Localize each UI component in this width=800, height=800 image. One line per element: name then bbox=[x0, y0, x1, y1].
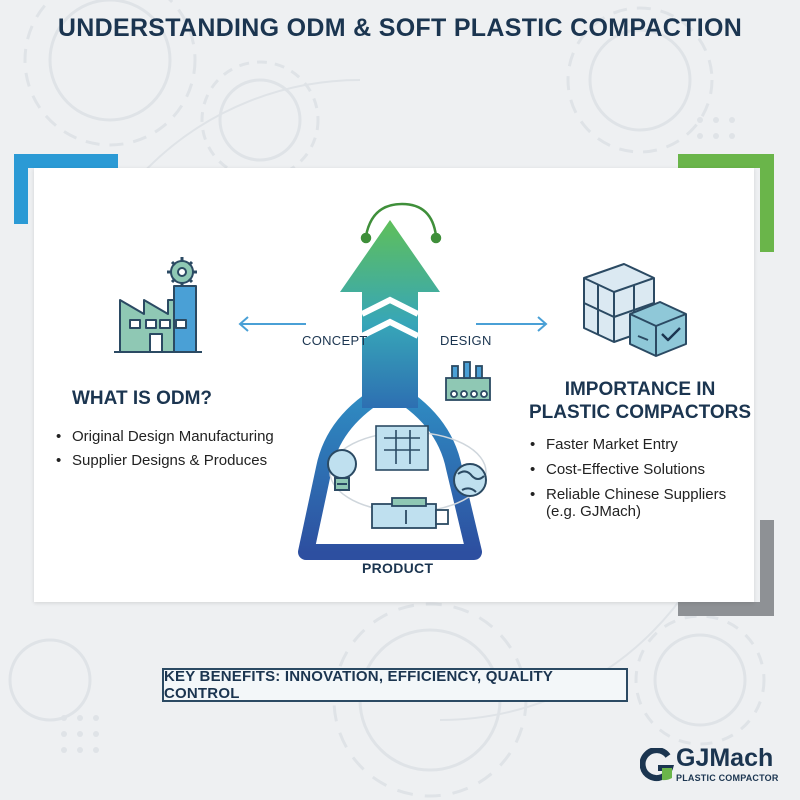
logo-g-icon bbox=[640, 748, 674, 782]
cycle-loop-icon bbox=[360, 202, 442, 244]
factory-gear-icon bbox=[114, 257, 202, 353]
importance-heading-line2: PLASTIC COMPACTORS bbox=[528, 402, 752, 423]
globe-icon bbox=[453, 463, 487, 497]
odm-definition-list: Original Design Manufacturing Supplier D… bbox=[56, 428, 274, 476]
blueprint-icon bbox=[375, 425, 429, 471]
corner-accent-green bbox=[678, 154, 774, 252]
list-item: Cost-Effective Solutions bbox=[530, 461, 726, 486]
machine-icon bbox=[371, 497, 449, 529]
logo-tagline: PLASTIC COMPACTOR bbox=[676, 773, 779, 783]
list-item: Original Design Manufacturing bbox=[56, 428, 274, 452]
arrow-left-icon bbox=[238, 316, 306, 332]
what-is-odm-heading: WHAT IS ODM? bbox=[72, 388, 213, 409]
importance-list: Faster Market Entry Cost-Effective Solut… bbox=[530, 436, 727, 520]
list-item-text: Reliable Chinese Suppliers bbox=[546, 486, 727, 503]
upward-arrow bbox=[340, 220, 440, 408]
gjmach-logo: GJMach PLASTIC COMPACTOR bbox=[640, 744, 790, 790]
list-item-subtext: (e.g. GJMach) bbox=[546, 503, 642, 520]
design-label: DESIGN bbox=[440, 333, 492, 348]
odm-flow-diagram bbox=[114, 202, 687, 560]
factory-icon bbox=[445, 361, 491, 401]
logo-name: GJMach bbox=[676, 744, 774, 772]
list-item: Reliable Chinese Suppliers (e.g. GJMach) bbox=[530, 486, 727, 520]
page-title: UNDERSTANDING ODM & SOFT PLASTIC COMPACT… bbox=[57, 14, 743, 42]
key-benefits-box: KEY BENEFITS: INNOVATION, EFFICIENCY, QU… bbox=[162, 668, 628, 702]
key-benefits-text: KEY BENEFITS: INNOVATION, EFFICIENCY, QU… bbox=[164, 668, 553, 702]
importance-heading-line1: IMPORTANCE IN bbox=[564, 379, 716, 400]
lightbulb-icon bbox=[327, 449, 357, 491]
crates-box-icon bbox=[583, 263, 687, 357]
concept-label: CONCEPT bbox=[302, 333, 368, 348]
arrow-right-icon bbox=[476, 316, 548, 332]
list-item: Supplier Designs & Produces bbox=[56, 452, 274, 476]
importance-heading: IMPORTANCE IN PLASTIC COMPACTORS bbox=[520, 378, 760, 424]
corner-accent-gray bbox=[678, 520, 774, 616]
list-item: Faster Market Entry bbox=[530, 436, 726, 461]
product-label: PRODUCT bbox=[362, 560, 434, 576]
